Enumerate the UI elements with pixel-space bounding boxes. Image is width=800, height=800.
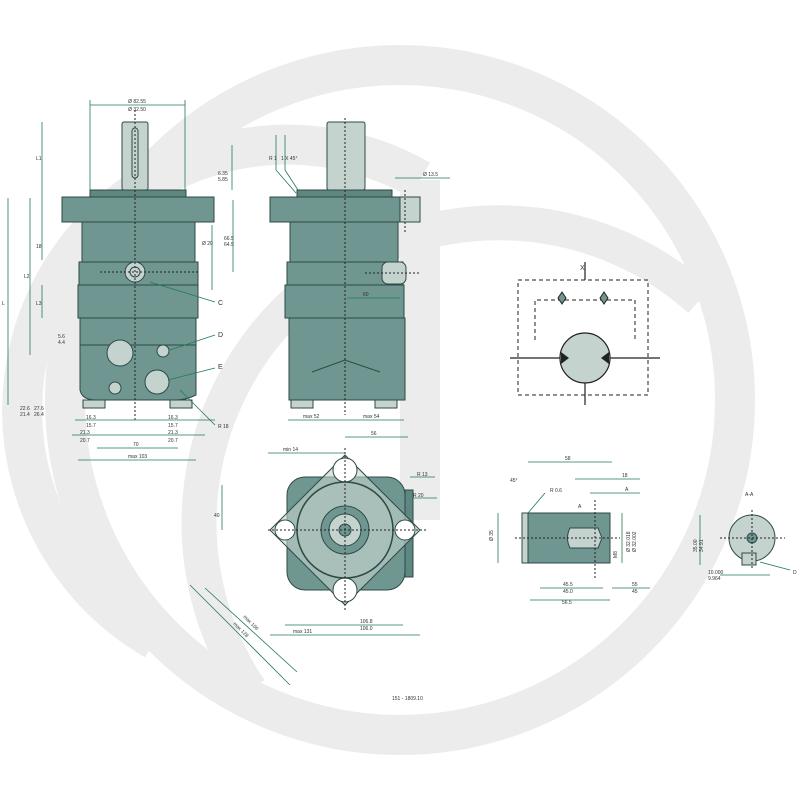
port-d: [156, 344, 170, 358]
watermark-logo: [2, 45, 755, 755]
section-a-a: A-A 35.00 34.91 10.000 9.964 D: [693, 492, 797, 582]
dim-a: A: [625, 487, 629, 493]
label-port-d: D: [218, 332, 223, 339]
dim-chamfer: 1 X 45°: [281, 156, 297, 162]
drawing-number: 151 - 1809.10: [392, 696, 423, 702]
dim-m8: M8: [613, 551, 619, 558]
dim-45-deg: 45°: [510, 478, 518, 484]
front-view: Ø 82.55 Ø 32.50 L1 18 L2 L L3 6.35 5.85 …: [2, 99, 234, 461]
dim-4-4: 4.4: [58, 340, 65, 346]
dim-r18: R 18: [218, 424, 229, 430]
side-view: R 1 1 X 45° Ø 13.5 60 max 52 max 54 56: [269, 118, 450, 438]
dim-70: 70: [133, 442, 139, 448]
dim-dia-82: Ø 82.55: [128, 99, 146, 105]
dim-max-52: max 52: [303, 414, 320, 420]
dim-max-54: max 54: [363, 414, 380, 420]
dim-35-00: 35.00: [693, 539, 699, 552]
dim-16-3-right: 16.3: [168, 415, 178, 421]
port-e: [144, 369, 170, 395]
dim-22-6: 22.6: [20, 406, 30, 412]
label-port-e: E: [218, 364, 223, 371]
bottom-view: min 14 R 13 R 20 40 106.8 106.0 max 131 …: [189, 447, 437, 686]
dim-60: 60: [363, 292, 369, 298]
dim-r13: R 13: [417, 472, 428, 478]
dim-106-0: 106.0: [360, 626, 373, 632]
dim-27-6: 27.6: [34, 406, 44, 412]
dim-9-964: 9.964: [708, 576, 721, 582]
dim-6-35: 6.35: [218, 171, 228, 177]
dim-l1: L1: [36, 156, 42, 162]
dim-max-131: max 131: [293, 629, 312, 635]
label-x: X: [580, 265, 585, 272]
section-mark-a: A: [578, 504, 582, 510]
dim-20-7-left: 20.7: [80, 438, 90, 444]
dim-55: 55: [632, 582, 638, 588]
dim-16-3-left: 16.3: [86, 415, 96, 421]
dim-40: 40: [214, 513, 220, 519]
dim-106-8: 106.8: [360, 619, 373, 625]
dim-21-4: 21.4: [20, 412, 30, 418]
dim-dia-32: Ø 32.50: [128, 107, 146, 113]
dim-15-7-right: 15.7: [168, 423, 178, 429]
dim-15-7-left: 15.7: [86, 423, 96, 429]
dim-10-000: 10.000: [708, 570, 724, 576]
dim-min-14: min 14: [283, 447, 298, 453]
dim-18: 18: [36, 244, 42, 250]
dim-34-91: 34.91: [699, 539, 705, 552]
label-port-c: C: [218, 300, 223, 307]
dim-45-0: 45.0: [563, 589, 573, 595]
dim-45-5: 45.5: [563, 582, 573, 588]
dim-dia-32-018: Ø 32.018: [626, 531, 632, 552]
dim-26-4: 26.4: [34, 412, 44, 418]
shaft-view: 58 18 A A 45° R 0.6 Ø 35 M8 Ø 32.018 Ø 3…: [489, 456, 650, 606]
dim-64-5: 64.5: [224, 242, 234, 248]
dim-18-shaft: 18: [622, 473, 628, 479]
label-d: D: [793, 570, 797, 576]
dim-dia-32-002: Ø 32.002: [632, 531, 638, 552]
dim-l3: L3: [36, 301, 42, 307]
dim-dia-35: Ø 35: [489, 530, 495, 541]
dim-5-85: 5.85: [218, 177, 228, 183]
dim-66-5: 66.5: [224, 236, 234, 242]
dim-r1: R 1: [269, 156, 277, 162]
dim-dia-20: Ø 20: [202, 241, 213, 247]
dim-45: 45: [632, 589, 638, 595]
dim-max-103: max 103: [128, 454, 147, 460]
dim-r20: R 20: [413, 493, 424, 499]
dim-l: L: [2, 301, 5, 307]
hydraulic-schematic: X: [510, 262, 660, 405]
section-title: A-A: [745, 492, 754, 498]
dim-56-5: 56.5: [562, 600, 572, 606]
dim-20-7-right: 20.7: [168, 438, 178, 444]
dim-58: 58: [565, 456, 571, 462]
dim-21-3-right: 21.3: [168, 430, 178, 436]
dim-21-3-left: 21.3: [80, 430, 90, 436]
dim-56: 56: [371, 431, 377, 437]
dim-l2: L2: [24, 274, 30, 280]
dim-5-6: 5.6: [58, 334, 65, 340]
dim-dia-13-5: Ø 13.5: [423, 172, 438, 178]
dim-r0-6: R 0.6: [550, 488, 562, 494]
